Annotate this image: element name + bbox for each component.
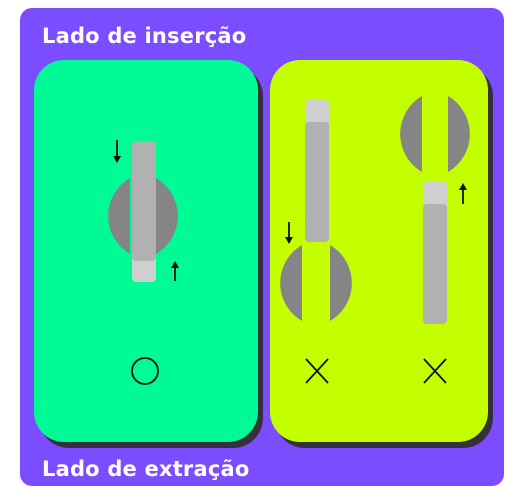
diagram-drawing xyxy=(108,96,470,385)
disc-left-half xyxy=(280,245,302,321)
stick-body xyxy=(132,141,156,261)
disc-left-half xyxy=(400,96,422,172)
stick-tip xyxy=(132,256,156,282)
stick-body xyxy=(305,122,329,242)
arrow-up-icon xyxy=(171,261,179,281)
stick-body xyxy=(423,204,447,324)
diagram-frame: Lado de inserção xyxy=(20,8,504,486)
disc-left-half xyxy=(108,178,130,254)
cross-ng-icon xyxy=(423,358,447,384)
incorrect-insertion-illustration-1 xyxy=(280,100,352,321)
stick-tip xyxy=(423,181,447,209)
arrow-down-icon xyxy=(113,140,121,163)
correct-insertion-illustration xyxy=(108,140,179,282)
insertion-side-label: Lado de inserção xyxy=(42,24,247,48)
incorrect-insertion-illustration-2 xyxy=(400,96,470,324)
arrow-up-icon xyxy=(459,183,467,204)
circle-ok-icon xyxy=(131,357,159,385)
extraction-side-label: Lado de extração xyxy=(42,457,250,481)
arrow-down-icon xyxy=(285,222,293,244)
disc-right-half xyxy=(448,96,470,172)
disc-right-half xyxy=(156,178,178,254)
cross-ng-icon xyxy=(305,358,329,384)
disc-right-half xyxy=(330,245,352,321)
stick-tip xyxy=(305,100,329,128)
